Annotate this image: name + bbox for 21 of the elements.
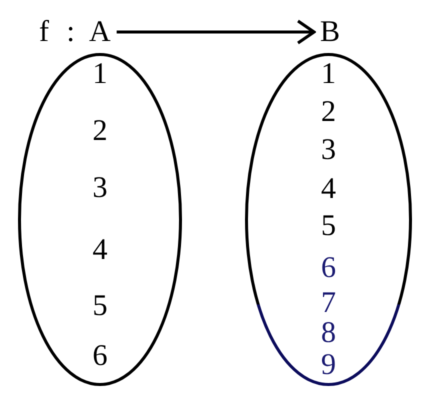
set-element: 6 [92, 341, 108, 371]
set-ellipse [245, 53, 412, 386]
set-element: 2 [321, 97, 336, 127]
set-ellipse [18, 53, 182, 386]
set-element: 8 [321, 318, 336, 348]
set-element: 9 [321, 350, 336, 380]
set-element: 5 [321, 211, 336, 241]
set-element: 7 [321, 288, 336, 318]
set-element: 5 [92, 291, 108, 321]
set-element: 1 [321, 59, 336, 89]
set-element: 6 [321, 253, 336, 283]
set-element: 1 [92, 59, 108, 89]
set-element: 4 [92, 235, 108, 265]
set-element: 2 [92, 116, 108, 146]
set-element: 4 [321, 174, 336, 204]
set-name: B [320, 17, 340, 47]
set-name: A [89, 17, 111, 47]
function-name: f : [39, 17, 75, 47]
set-element: 3 [321, 135, 336, 165]
set-element: 3 [92, 173, 108, 203]
arrow [116, 20, 316, 44]
